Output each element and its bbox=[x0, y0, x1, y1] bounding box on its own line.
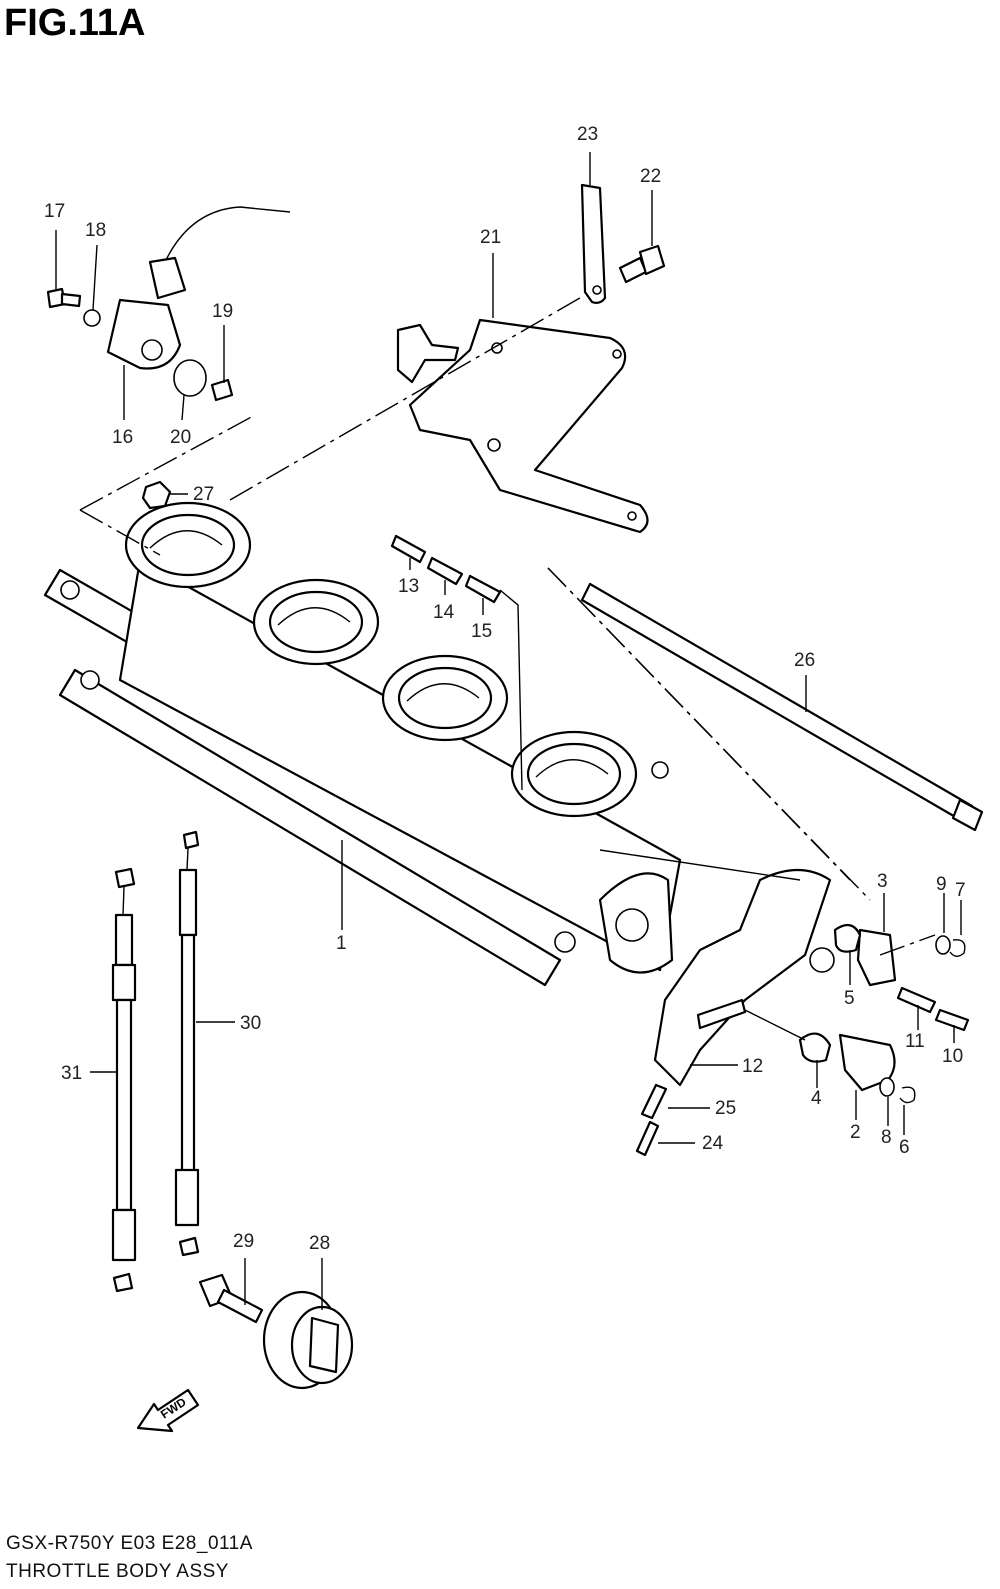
bolt-part-22[interactable] bbox=[618, 244, 666, 284]
callout-5: 5 bbox=[844, 988, 855, 1009]
callout-30: 30 bbox=[240, 1013, 261, 1034]
screw-part-13[interactable] bbox=[390, 534, 427, 564]
callout-21: 21 bbox=[480, 227, 501, 248]
screw-part-24[interactable] bbox=[635, 1120, 660, 1157]
callout-19: 19 bbox=[212, 301, 233, 322]
callout-20: 20 bbox=[170, 427, 191, 448]
throttle-position-sensor[interactable] bbox=[106, 206, 291, 370]
nut-part-27[interactable] bbox=[141, 480, 172, 510]
callout-15: 15 bbox=[471, 621, 492, 642]
lever-part-3[interactable] bbox=[856, 928, 897, 987]
callout-8: 8 bbox=[881, 1127, 892, 1148]
callout-16: 16 bbox=[112, 427, 133, 448]
callout-4: 4 bbox=[811, 1088, 822, 1109]
callout-17: 17 bbox=[44, 201, 65, 222]
spring-part-4[interactable] bbox=[798, 1032, 832, 1063]
callout-23: 23 bbox=[577, 124, 598, 145]
callout-18: 18 bbox=[85, 220, 106, 241]
figure-title: FIG.11A bbox=[4, 2, 146, 44]
o-ring-part-20[interactable] bbox=[173, 359, 207, 397]
forward-arrow: FWD bbox=[136, 1388, 200, 1433]
callout-13: 13 bbox=[398, 576, 419, 597]
spring-part-11[interactable] bbox=[896, 986, 937, 1014]
spring-part-25[interactable] bbox=[640, 1083, 668, 1120]
callout-27: 27 bbox=[193, 484, 214, 505]
callout-29: 29 bbox=[233, 1231, 254, 1252]
callout-14: 14 bbox=[433, 602, 455, 623]
circlip-part-7[interactable] bbox=[949, 939, 966, 957]
callout-11: 11 bbox=[905, 1031, 925, 1052]
callout-25: 25 bbox=[715, 1098, 736, 1119]
callout-12: 12 bbox=[742, 1056, 763, 1077]
callout-24: 24 bbox=[702, 1133, 724, 1154]
pulley-part-28[interactable] bbox=[262, 1290, 354, 1390]
callout-1: 1 bbox=[336, 933, 347, 954]
cable-part-30[interactable] bbox=[174, 830, 200, 1257]
callout-31: 31 bbox=[61, 1063, 82, 1084]
bracket-part[interactable] bbox=[396, 318, 649, 534]
screw-part-10[interactable] bbox=[934, 1008, 970, 1032]
throttle-body-assembly[interactable] bbox=[43, 501, 682, 987]
spring-part-5[interactable] bbox=[833, 923, 862, 953]
washer-part-9[interactable] bbox=[935, 935, 951, 955]
callout-9: 9 bbox=[936, 874, 947, 895]
figure-code: GSX-R750Y E03 E28_011A bbox=[6, 1533, 253, 1554]
cable-part-31[interactable] bbox=[111, 867, 137, 1293]
callout-7: 7 bbox=[955, 880, 966, 901]
leader-lines bbox=[55, 152, 962, 1310]
cap-part-19[interactable] bbox=[210, 378, 234, 402]
callout-22: 22 bbox=[640, 166, 661, 187]
callout-28: 28 bbox=[309, 1233, 330, 1254]
lever-part-2[interactable] bbox=[838, 1033, 896, 1092]
callout-10: 10 bbox=[942, 1046, 963, 1067]
washer-part-8[interactable] bbox=[879, 1077, 895, 1097]
circlip-part-6[interactable] bbox=[899, 1086, 916, 1104]
throttle-lever-part-12[interactable] bbox=[653, 869, 835, 1087]
stay-part[interactable] bbox=[580, 183, 607, 304]
callout-3: 3 bbox=[877, 871, 888, 892]
reference-lines bbox=[79, 294, 936, 1041]
washer-part-18[interactable] bbox=[83, 309, 101, 327]
callout-26: 26 bbox=[794, 650, 815, 671]
bolt-part-29[interactable] bbox=[198, 1273, 264, 1324]
shaft-part-26[interactable] bbox=[580, 582, 984, 832]
spring-part-14[interactable] bbox=[426, 556, 464, 586]
callout-2: 2 bbox=[850, 1122, 861, 1143]
callout-labels: 1 2 3 4 5 6 7 8 9 10 11 12 13 14 15 16 1… bbox=[44, 124, 966, 1254]
figure-name: THROTTLE BODY ASSY bbox=[6, 1561, 229, 1582]
bolt-part-17[interactable] bbox=[46, 287, 82, 309]
spring-part-15[interactable] bbox=[464, 574, 502, 604]
callout-6: 6 bbox=[899, 1137, 910, 1158]
